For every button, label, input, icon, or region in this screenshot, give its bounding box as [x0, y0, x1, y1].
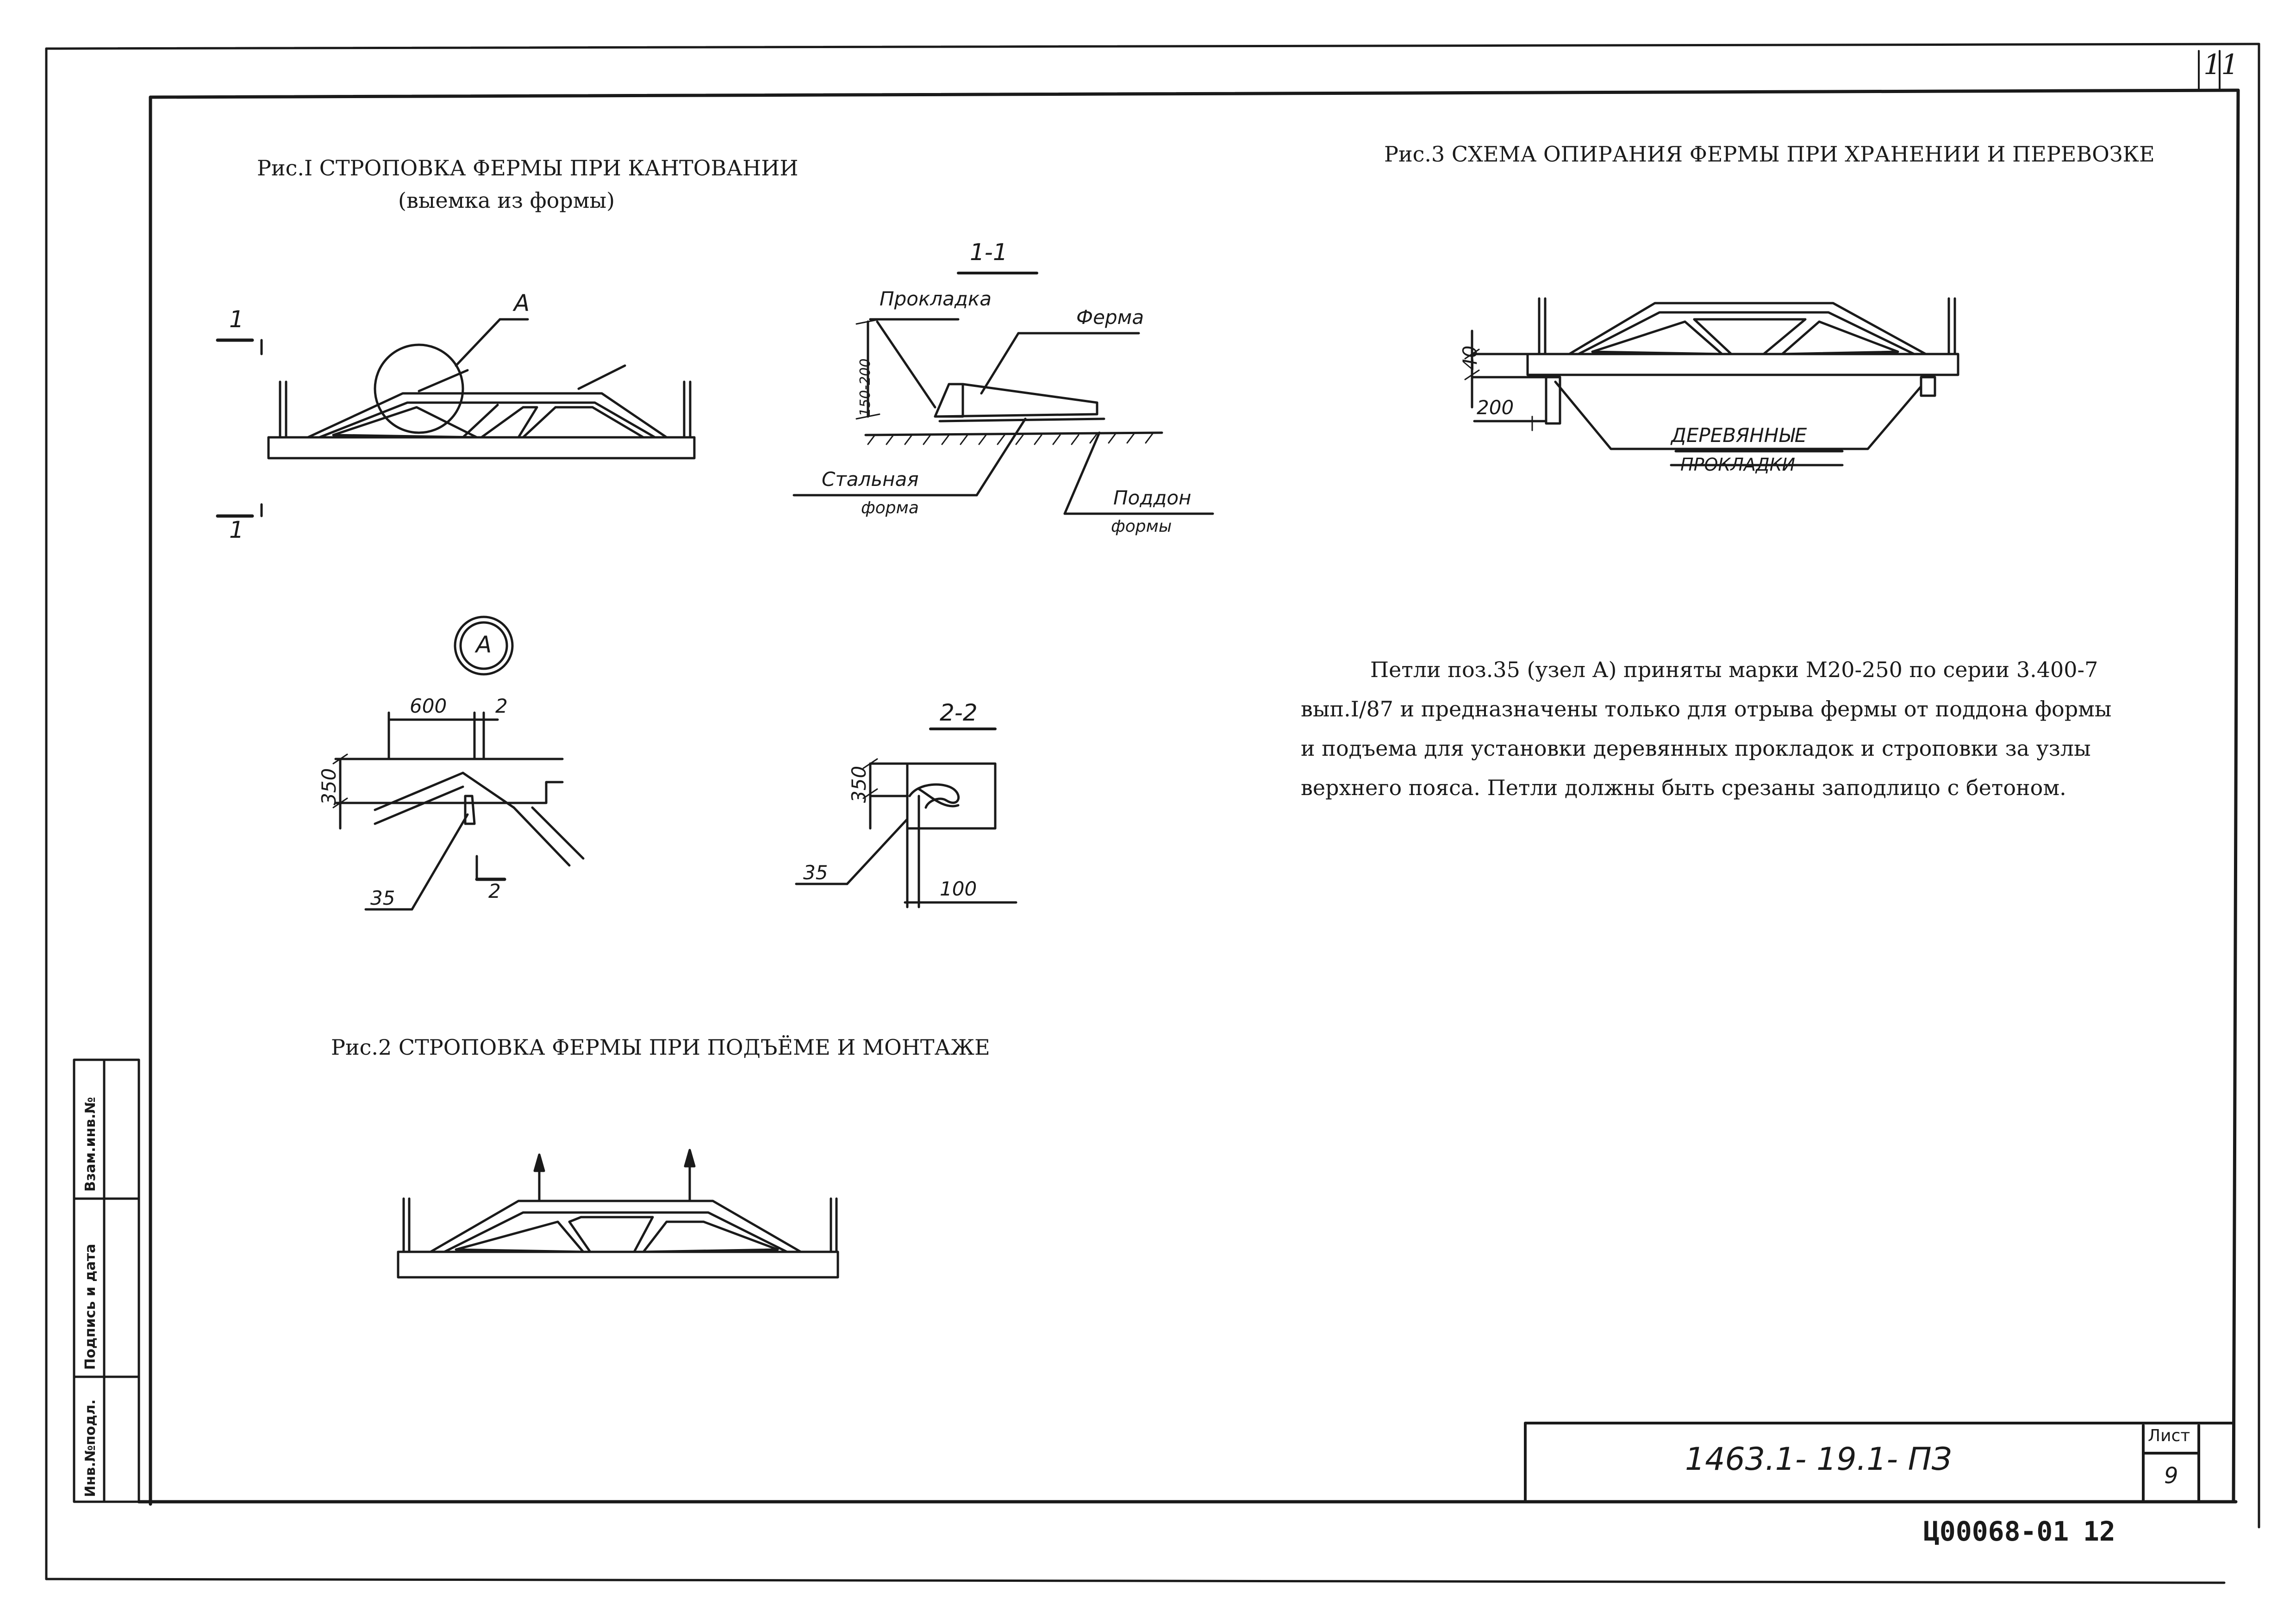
section-1-1-drawing: [792, 272, 1214, 515]
section-2-2-drawing: [795, 728, 1017, 908]
fig3-pads-2: ПРОКЛАДКИ: [1680, 454, 1796, 475]
fig3-pads-1: ДЕРЕВЯННЫЕ: [1671, 424, 1807, 447]
fig1-subtitle: (выемка из формы): [398, 188, 615, 213]
fig1-title: Рис.I СТРОПОВКА ФЕРМЫ ПРИ КАНТОВАНИИ: [257, 155, 799, 180]
fig2-title: Рис.2 СТРОПОВКА ФЕРМЫ ПРИ ПОДЪЁМЕ И МОНТ…: [331, 1035, 990, 1060]
side-stamp-signature-date: Подпись и дата: [82, 1244, 99, 1370]
notes-line-1: Петли поз.35 (узел А) приняты марки М20-…: [1370, 657, 2098, 682]
section-1-1-steel-form-1: Стальная: [822, 468, 919, 491]
title-block-frame: [1524, 1422, 2235, 1503]
section-1-1-pallet-2: формы: [1111, 517, 1172, 536]
page-border: [45, 43, 2260, 1584]
title-block-designation: 1463.1- 19.1- ПЗ: [1685, 1441, 1952, 1478]
notes-line-2: вып.I/87 и предназначены только для отры…: [1301, 696, 2112, 721]
archive-page: 12: [2083, 1516, 2115, 1547]
node-a-label: A: [476, 631, 492, 658]
node-a-dim-600: 600: [410, 695, 447, 717]
fig1-section-mark-bottom: 1: [229, 516, 244, 543]
side-stamp-inv-orig: Инв.№подл.: [82, 1399, 99, 1497]
section-1-1-steel-form-2: форма: [861, 498, 919, 517]
fig3-truss: [1464, 297, 1959, 466]
notes-line-4: верхнего пояса. Петли должны быть срезан…: [1301, 775, 2066, 800]
node-a-section-mark: 2: [488, 880, 501, 902]
corner-tab: [2198, 50, 2221, 91]
fig3-dim-40: 40: [1459, 345, 1481, 370]
title-block-sheet-label: Лист: [2148, 1426, 2190, 1445]
section-2-2-title: 2-2: [940, 699, 978, 726]
section-2-2-dim-100: 100: [940, 877, 977, 900]
section-2-2-dim-350: 350: [848, 765, 870, 803]
section-1-1-title: 1-1: [970, 239, 1008, 266]
section-1-1-truss-label: Ферма: [1076, 306, 1144, 329]
notes-block: Петли поз.35 (узел А) приняты марки М20-…: [1301, 650, 2112, 808]
section-2-2-pos: 35: [803, 861, 828, 884]
archive-code: Ц00068-01: [1923, 1516, 2069, 1547]
fig3-title: Рис.3 СХЕМА ОПИРАНИЯ ФЕРМЫ ПРИ ХРАНЕНИИ …: [1384, 142, 2155, 167]
node-a-dim-350: 350: [318, 768, 340, 805]
side-stamp-frame: [73, 1058, 140, 1503]
fig3-dim-200: 200: [1477, 396, 1514, 419]
section-1-1-pallet-1: Поддон: [1113, 486, 1192, 509]
fig1-section-mark-top: 1: [229, 306, 244, 333]
section-1-1-pad-label: Прокладка: [880, 287, 992, 310]
drawing-frame: [137, 88, 2240, 1506]
node-a-drawing: [332, 616, 585, 911]
corner-number: 11: [2203, 49, 2239, 81]
fig1-node-label: A: [514, 290, 530, 317]
fig2-truss: [397, 1149, 839, 1279]
node-a-dim-2: 2: [495, 695, 508, 717]
node-a-pos: 35: [370, 887, 395, 909]
section-1-1-dim: 150-200: [857, 358, 873, 417]
notes-line-3: и подъема для установки деревянных прокл…: [1301, 736, 2091, 761]
fig1-truss: [216, 318, 696, 518]
title-block-sheet-number: 9: [2164, 1463, 2178, 1489]
side-stamp-replaced-inv: Взам.инв.№: [82, 1097, 99, 1192]
